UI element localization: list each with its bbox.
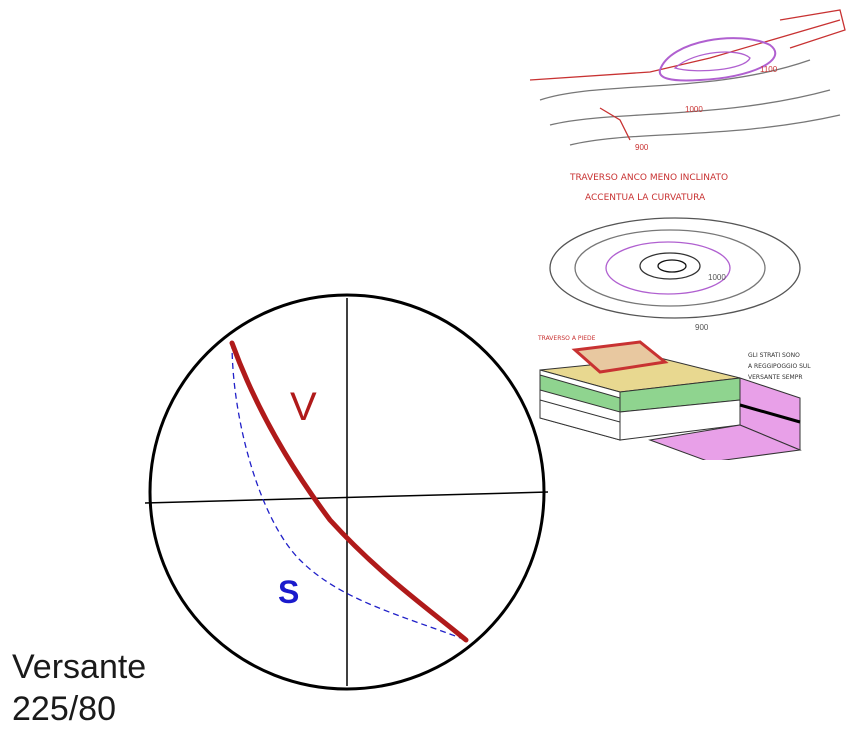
contour-label: 900 <box>635 143 649 152</box>
contour-map-middle <box>549 217 801 319</box>
contour-label: 1000 <box>708 273 726 282</box>
geologic-sketch: 900 1000 1100 TRAVERSO ANCO MENO INCLINA… <box>529 9 846 460</box>
contour-label: 1000 <box>685 105 703 114</box>
block-label-right-3: VERSANTE SEMPR <box>748 374 803 381</box>
plane-v-great-circle <box>229 340 469 643</box>
plane-s-label: S <box>278 574 299 610</box>
caption-line-2: 225/80 <box>12 690 116 728</box>
sketch-note-2: ACCENTUA LA CURVATURA <box>585 193 706 203</box>
block-label-right-1: GLI STRATI SONO <box>748 352 800 359</box>
contour-label: 1100 <box>760 65 778 74</box>
block-label-left: TRAVERSO A PIEDE <box>537 335 596 342</box>
caption-line-1: Versante <box>12 648 147 686</box>
horizontal-axis <box>144 491 549 504</box>
contour-map-top <box>529 9 846 146</box>
contour-label: 900 <box>695 323 709 332</box>
block-label-right-2: A REGGIPOGGIO SUL <box>748 363 811 370</box>
plane-s-great-circle <box>231 342 467 641</box>
block-diagram <box>539 340 802 460</box>
plane-v-label: V <box>290 385 317 429</box>
sketch-note-1: TRAVERSO ANCO MENO INCLINATO <box>569 173 728 183</box>
stereonet-diagram: V S <box>144 293 549 691</box>
